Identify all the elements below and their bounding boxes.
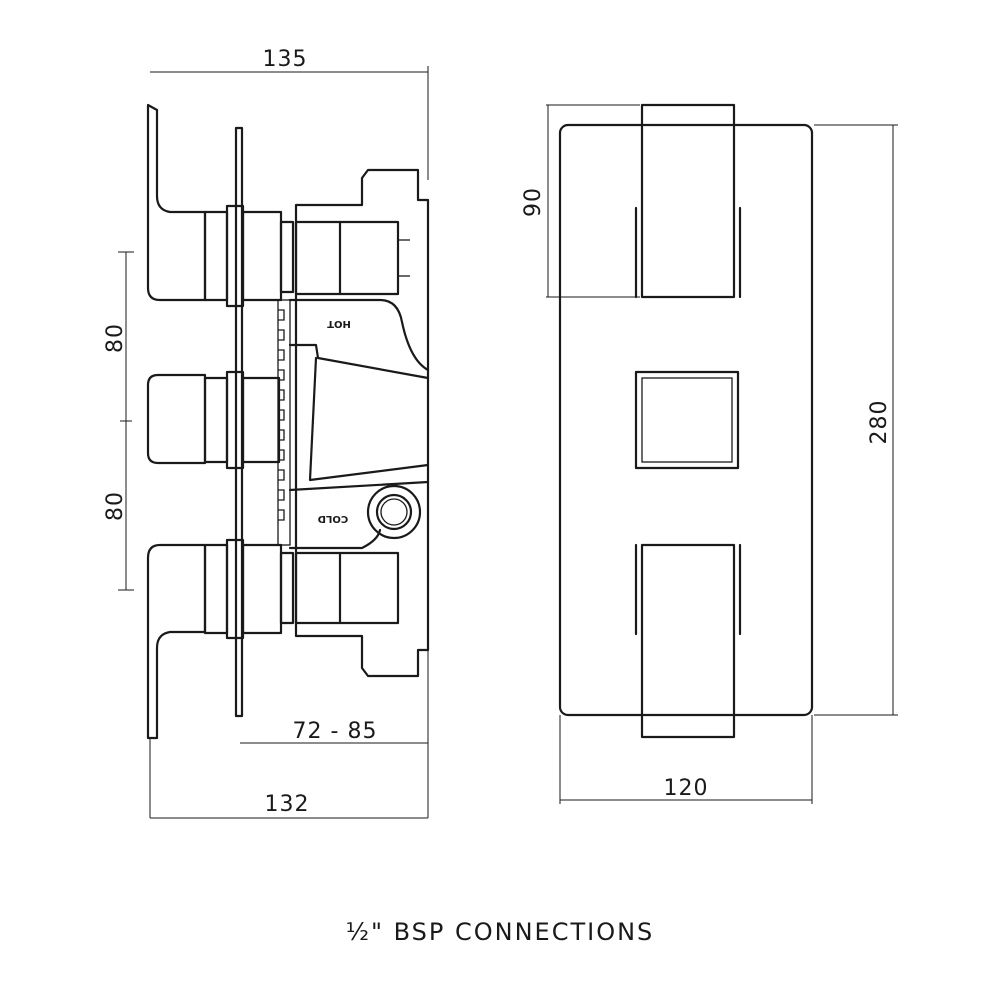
hot-label: HOT (327, 318, 351, 329)
front-view: 90 280 120 (521, 103, 898, 804)
dimension-135: 135 (150, 47, 429, 180)
mixing-cone (308, 356, 430, 482)
middle-knob (146, 370, 281, 470)
caption: ½" BSP CONNECTIONS (345, 918, 655, 946)
dim-280-label: 280 (867, 400, 892, 445)
side-view: 135 (103, 47, 430, 819)
wall-plate (234, 126, 244, 718)
bottom-cartridge (203, 538, 295, 640)
dim-72-85-label: 72 - 85 (293, 719, 378, 744)
dimension-spacing: 80 80 (103, 251, 134, 591)
valve-body (294, 168, 430, 678)
front-plate (558, 123, 814, 717)
dimension-72-85: 72 - 85 (240, 650, 429, 818)
bottom-lever-handle (146, 543, 207, 740)
front-middle-knob (634, 370, 740, 470)
cold-inlet (366, 484, 422, 540)
dimension-90: 90 (521, 104, 640, 298)
dim-132-label: 132 (265, 792, 310, 817)
dim-80-lower-label: 80 (103, 491, 128, 521)
bottom-valve-block (294, 551, 400, 625)
front-top-handle (634, 103, 742, 299)
hot-chamber (288, 298, 430, 372)
dim-135-label: 135 (263, 47, 308, 72)
dim-80-upper-label: 80 (103, 323, 128, 353)
front-bottom-handle (634, 543, 742, 739)
top-lever-handle (146, 103, 207, 302)
dim-120-label: 120 (664, 776, 709, 801)
dimension-132: 132 (149, 738, 428, 819)
top-valve-block (294, 220, 410, 296)
top-cartridge (203, 204, 295, 308)
cold-label: COLD (318, 513, 349, 524)
serrated-strip (277, 299, 291, 546)
dim-90-label: 90 (521, 187, 546, 217)
dimension-280: 280 (814, 124, 898, 716)
dimension-120: 120 (559, 715, 813, 804)
